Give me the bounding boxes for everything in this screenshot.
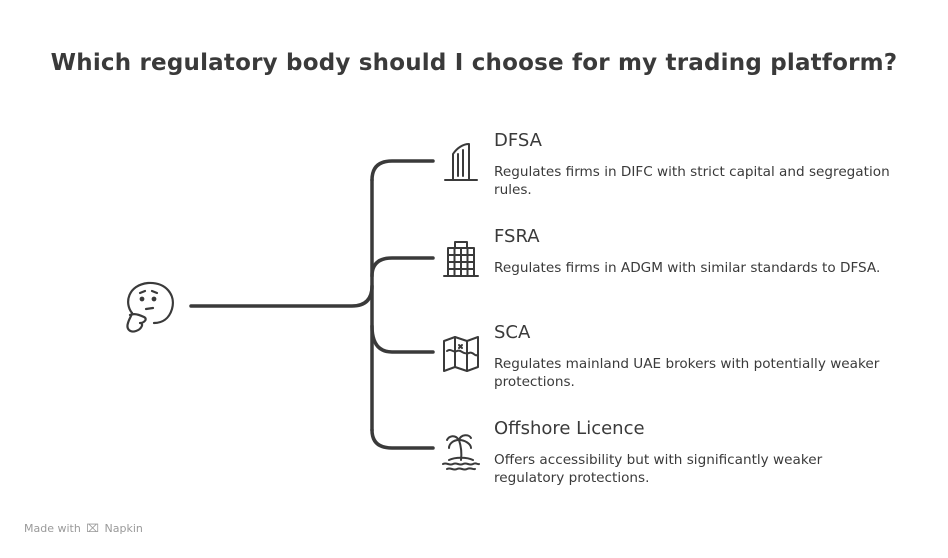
branch-description-dfsa: Regulates firms in DIFC with strict capi… (494, 164, 890, 198)
branch-title-offshore-licence: Offshore Licence (494, 418, 645, 439)
root-connector (189, 284, 374, 308)
branch-title-dfsa: DFSA (494, 130, 542, 151)
footer-made-with: Made with (24, 522, 81, 535)
office-building-icon (443, 241, 479, 277)
palm-island-icon (442, 434, 480, 471)
napkin-logo-icon: ⌧ (86, 522, 100, 535)
branch-connector-sca (370, 324, 435, 354)
branch-description-sca: Regulates mainland UAE brokers with pote… (494, 356, 880, 390)
branch-title-fsra: FSRA (494, 226, 540, 247)
footer-credit[interactable]: Made with ⌧ Napkin (24, 522, 143, 535)
branch-title-sca: SCA (494, 322, 531, 343)
footer-brand: Napkin (104, 522, 143, 535)
branch-connector-offshore (370, 428, 435, 450)
thinking-face-icon (126, 281, 174, 333)
branch-connector-dfsa (370, 159, 435, 182)
skyscraper-icon (444, 143, 478, 181)
branch-connector-fsra (370, 256, 435, 278)
diagram-title: Which regulatory body should I choose fo… (50, 50, 898, 76)
branch-description-fsra: Regulates firms in ADGM with similar sta… (494, 260, 881, 276)
branch-description-offshore-licence: Offers accessibility but with significan… (494, 452, 823, 486)
map-icon (443, 336, 479, 372)
